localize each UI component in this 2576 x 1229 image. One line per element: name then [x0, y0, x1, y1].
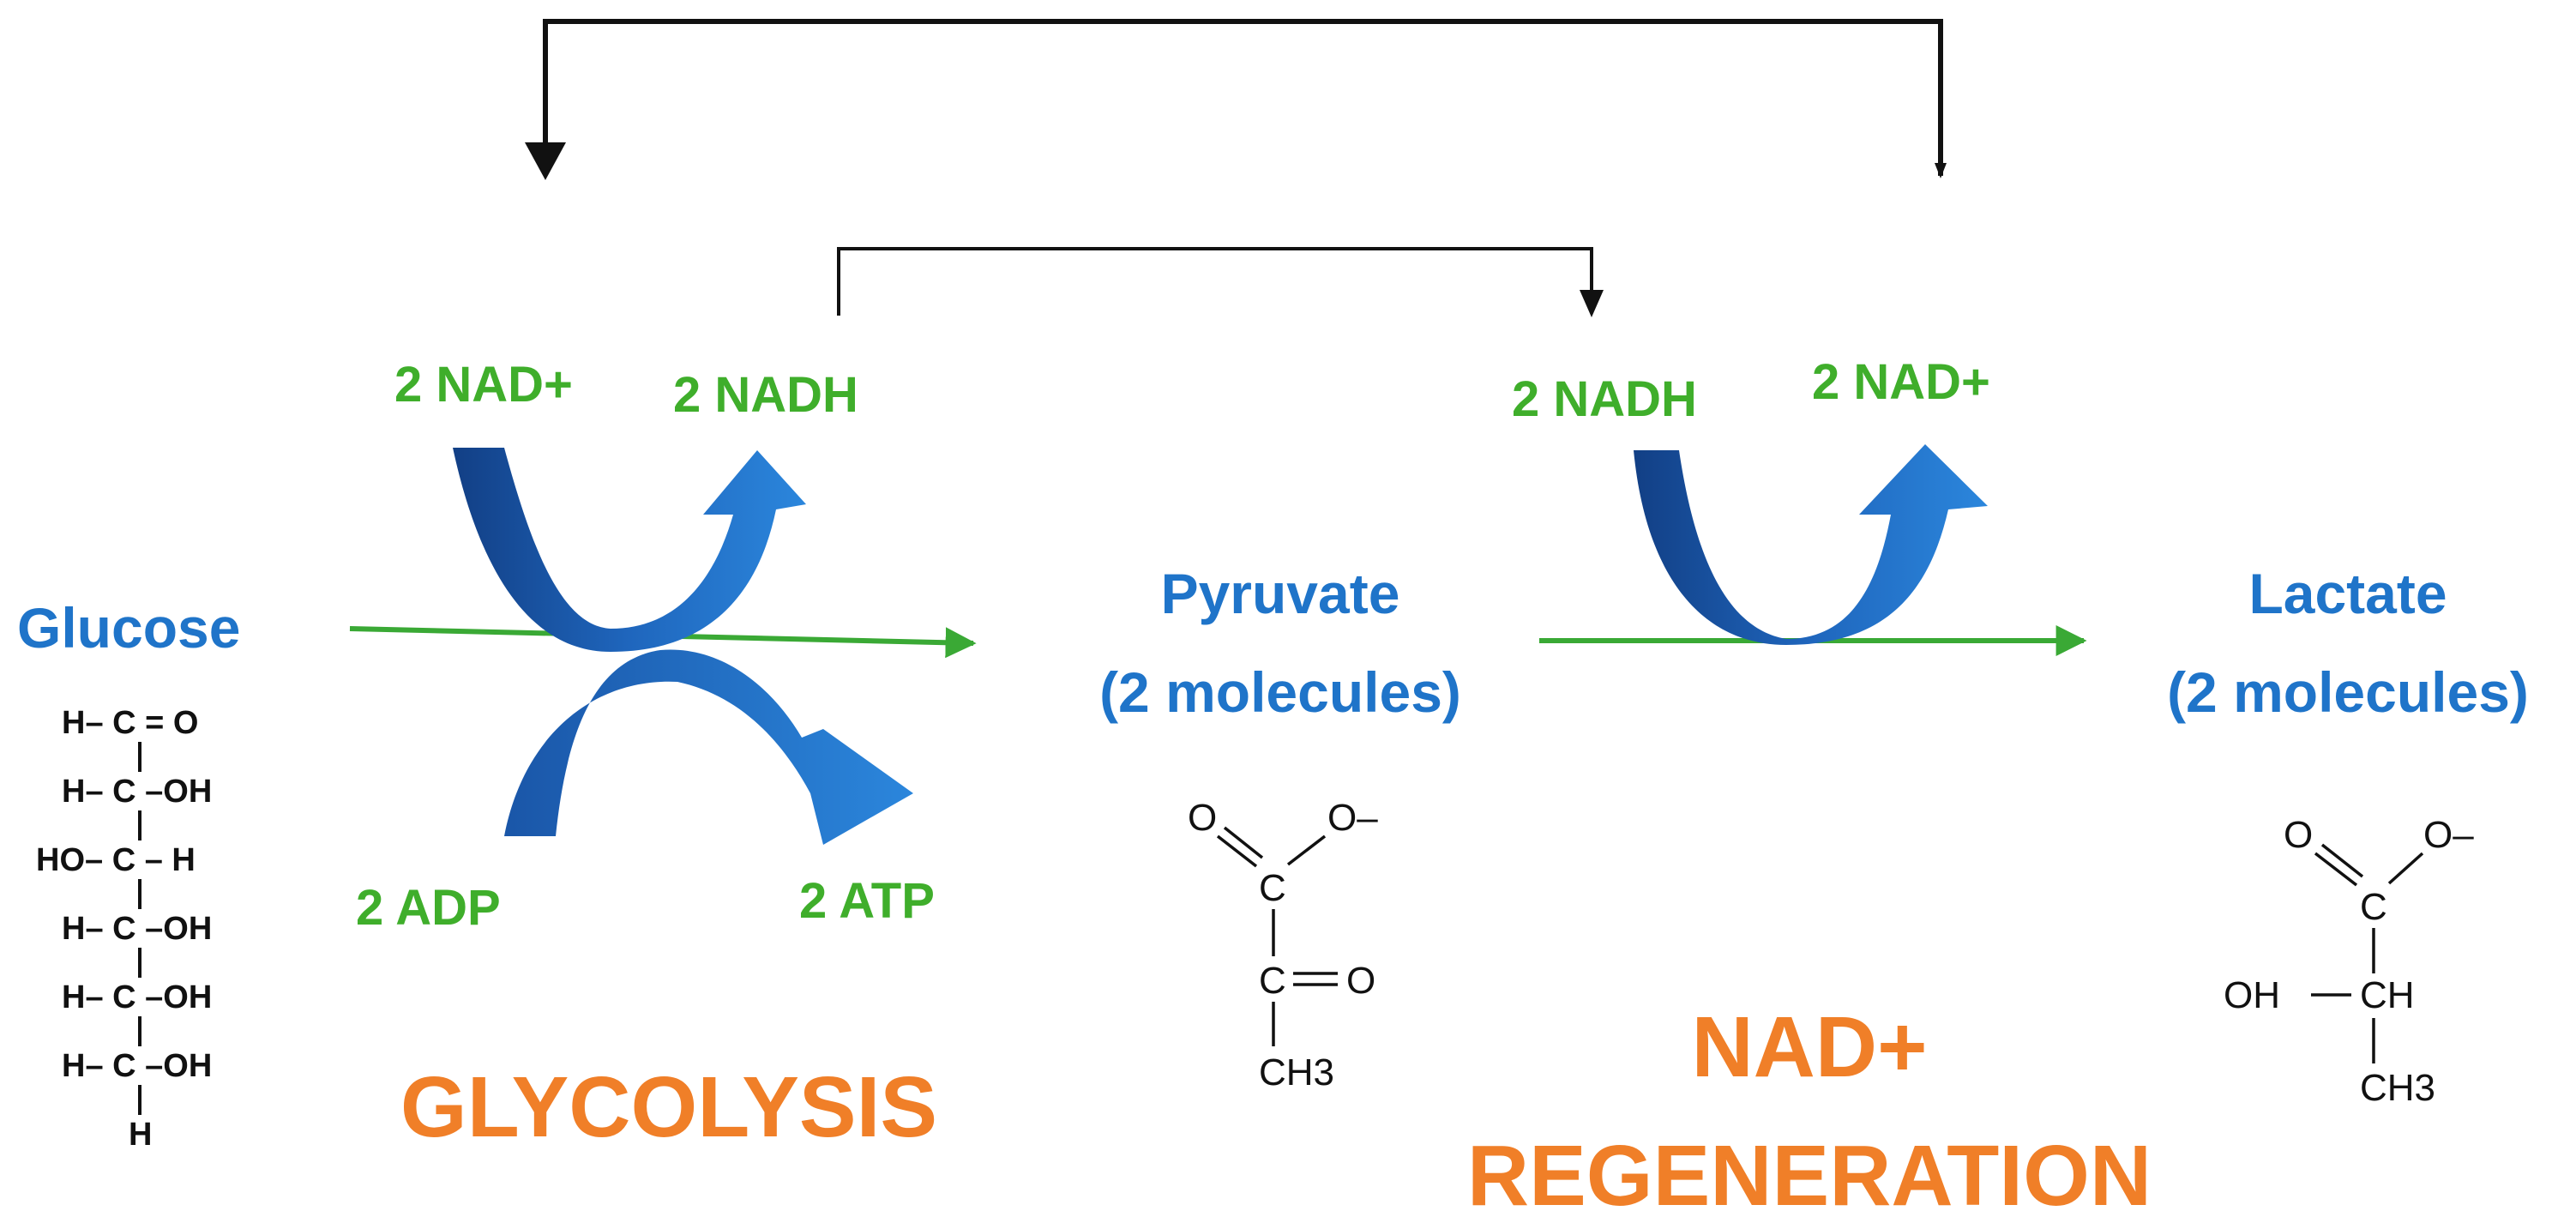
glucose-row: H– C –OH	[62, 911, 212, 947]
regeneration-title-line2: REGENERATION	[1467, 1128, 2152, 1224]
nad-recycle-connector	[525, 19, 1947, 180]
regeneration-title-line1: NAD+	[1691, 999, 1927, 1095]
glucose-label: Glucose	[17, 596, 240, 660]
lactate-ch: CH	[2360, 974, 2415, 1016]
lactate-label: Lactate	[2248, 562, 2447, 625]
lactate-structure: O O– C OH CH CH3	[2224, 814, 2474, 1109]
pyruvate-c-carboxyl: C	[1259, 867, 1286, 909]
pyruvate-o-minus: O–	[1327, 797, 1378, 839]
pyruvate-keto-o: O	[1346, 960, 1375, 1002]
glycolysis-cofactor-arrows	[453, 448, 913, 845]
adp-to-atp-curved-arrow	[504, 649, 913, 845]
glucose-row: HO– C – H	[36, 842, 196, 878]
pyruvate-count: (2 molecules)	[1099, 660, 1461, 724]
glucose-row: H– C = O	[62, 705, 198, 741]
pyruvate-c-keto: C	[1259, 960, 1286, 1002]
nadh-transfer-arrowhead	[1580, 290, 1604, 317]
pyruvate-o-double: O	[1188, 797, 1217, 839]
lactate-oh: OH	[2224, 974, 2280, 1016]
glycolysis-atp-label: 2 ATP	[799, 873, 935, 929]
glucose-row: H– C –OH	[62, 979, 212, 1015]
regeneration-cofactor-arrow	[1634, 444, 1988, 645]
lactate-o-double: O	[2284, 814, 2313, 856]
glucose-structure: H– C = O H– C –OH HO– C – H H– C –OH H– …	[36, 705, 212, 1153]
pyruvate-ch3: CH3	[1259, 1051, 1334, 1093]
pyruvate-label: Pyruvate	[1161, 562, 1400, 625]
lactate-o-minus: O–	[2423, 814, 2474, 856]
nad-to-nadh-curved-arrow	[453, 448, 806, 652]
pyruvate-structure: O O– C C O CH3	[1188, 797, 1378, 1093]
glucose-row: H– C –OH	[62, 774, 212, 810]
regeneration-nadh-label: 2 NADH	[1512, 371, 1697, 427]
regeneration-nad-label: 2 NAD+	[1812, 354, 1990, 410]
recycle-arrowhead	[525, 142, 566, 180]
lactate-ch3: CH3	[2360, 1067, 2435, 1109]
glycolysis-title: GLYCOLYSIS	[400, 1059, 937, 1155]
glycolysis-nad-label: 2 NAD+	[394, 357, 573, 413]
lactate-c-carboxyl: C	[2360, 886, 2387, 928]
nadh-to-nad-curved-arrow	[1634, 444, 1988, 645]
glucose-bottom-h: H	[129, 1117, 152, 1153]
glycolysis-nadh-label: 2 NADH	[673, 367, 858, 423]
glycolysis-adp-label: 2 ADP	[356, 880, 501, 936]
glucose-row: H– C –OH	[62, 1048, 212, 1084]
lactate-count: (2 molecules)	[2167, 660, 2529, 724]
nadh-transfer-connector	[837, 247, 1604, 317]
